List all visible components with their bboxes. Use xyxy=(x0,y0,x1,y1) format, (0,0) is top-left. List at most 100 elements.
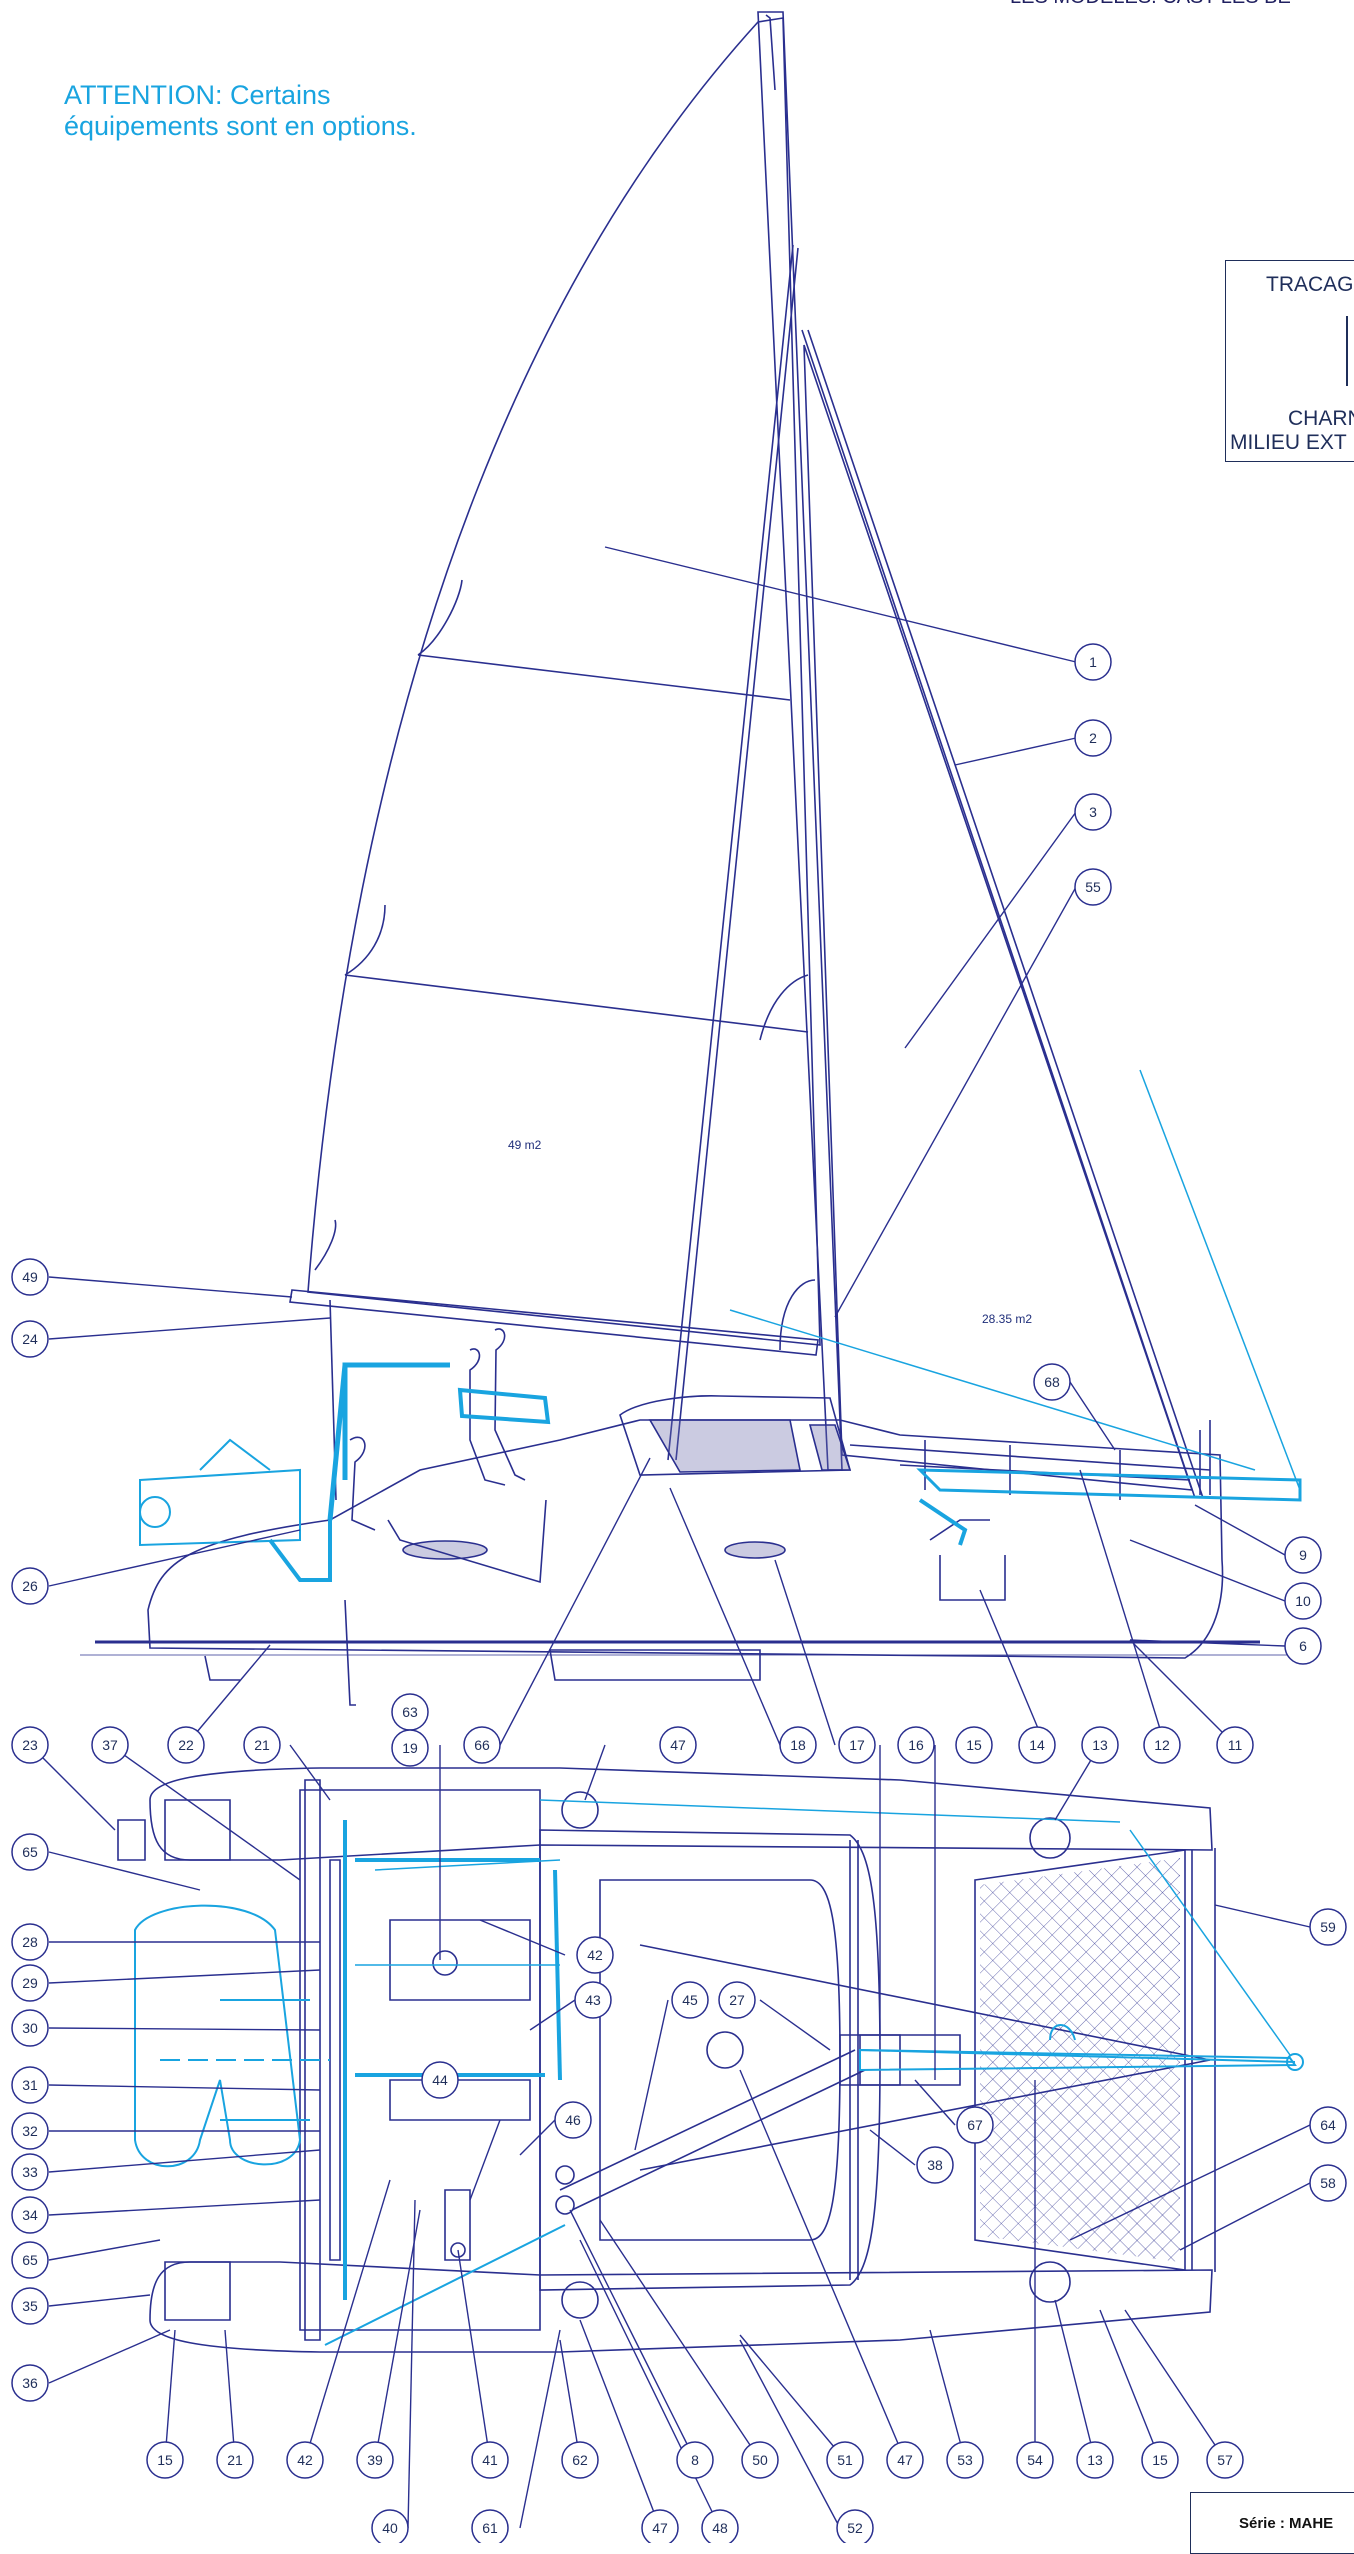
callout-c45: 45 xyxy=(671,1981,709,2019)
hull-port-2 xyxy=(724,1541,786,1559)
shroud xyxy=(667,244,794,1461)
callout-c13b: 13 xyxy=(1076,2441,1114,2479)
callout-circle xyxy=(11,2153,49,2191)
leader-57 xyxy=(1124,2309,1226,2461)
callout-label: 32 xyxy=(22,2123,38,2139)
leader-21a xyxy=(289,1744,331,1801)
callout-circle xyxy=(1309,1908,1347,1946)
leader-15c xyxy=(1099,2309,1161,2461)
leader-47c xyxy=(579,2319,661,2529)
hatch-2 xyxy=(1029,1817,1071,1859)
callout-c40: 40 xyxy=(371,2509,409,2543)
callout-c42b: 42 xyxy=(286,2441,324,2479)
callout-c59: 59 xyxy=(1309,1908,1347,1946)
shroud-2 xyxy=(675,247,799,1461)
trampoline-mesh xyxy=(980,1858,1180,2262)
bimini-rib xyxy=(374,1859,561,1871)
spinnaker-line-plan xyxy=(539,1799,1121,1823)
leader-39 xyxy=(374,2209,421,2461)
callout-label: 24 xyxy=(22,1331,38,1347)
mast xyxy=(757,11,843,1471)
callout-c16: 16 xyxy=(897,1726,935,1764)
callout-c58: 58 xyxy=(1309,2164,1347,2202)
callout-label: 49 xyxy=(22,1269,38,1285)
callout-c63: 63 xyxy=(391,1693,429,1731)
tracage-line-3: MILIEU EXT xyxy=(1230,431,1347,454)
leader-31 xyxy=(48,2084,321,2091)
leader-49 xyxy=(48,1276,293,1298)
callout-circle xyxy=(554,2101,592,2139)
callout-label: 37 xyxy=(102,1737,118,1753)
leader-41 xyxy=(457,2249,491,2461)
callout-label: 67 xyxy=(967,2117,983,2133)
callout-label: 43 xyxy=(585,1992,601,2008)
callout-label: 17 xyxy=(849,1737,865,1753)
callout-c51: 51 xyxy=(826,2441,864,2479)
callout-label: 38 xyxy=(927,2157,943,2173)
leader-55 xyxy=(834,886,1077,1318)
forestay-2 xyxy=(807,329,1204,1499)
callout-label: 35 xyxy=(22,2298,38,2314)
bowsprit-plan xyxy=(859,2048,1297,2072)
leader-36 xyxy=(48,2329,171,2384)
callout-label: 10 xyxy=(1295,1593,1311,1609)
callout-c15b: 15 xyxy=(146,2441,184,2479)
callout-circle xyxy=(956,2106,994,2144)
callout-c6: 6 xyxy=(1284,1627,1322,1665)
callout-label: 68 xyxy=(1044,1374,1060,1390)
leader-34 xyxy=(48,2199,321,2216)
callout-label: 66 xyxy=(474,1737,490,1753)
callout-c39: 39 xyxy=(356,2441,394,2479)
leader-30 xyxy=(48,2027,321,2031)
callout-c55: 55 xyxy=(1074,868,1112,906)
callout-c43: 43 xyxy=(574,1981,612,2019)
sheet-plan xyxy=(559,2049,856,2191)
port-hull xyxy=(149,2261,1213,2353)
leader-23 xyxy=(29,1744,116,1831)
crew-3 xyxy=(349,1436,376,1531)
callout-circle xyxy=(391,1729,429,1767)
callout-label: 47 xyxy=(897,2452,913,2468)
locker xyxy=(444,2189,471,2261)
leader-65b xyxy=(48,2239,161,2261)
callout-label: 15 xyxy=(966,1737,982,1753)
cabin-window-frame xyxy=(619,1395,852,1476)
callout-c66: 66 xyxy=(463,1726,501,1764)
leader-50 xyxy=(599,2219,761,2461)
callout-circle xyxy=(561,2441,599,2479)
leader-47a xyxy=(584,1744,606,1801)
tracage-title: TRACAG xyxy=(1266,273,1354,296)
callout-circle xyxy=(11,1964,49,2002)
leader-47b xyxy=(739,2069,906,2461)
callout-c19: 19 xyxy=(391,1729,429,1767)
leader-62 xyxy=(559,2339,581,2461)
callout-circle xyxy=(838,1726,876,1764)
leader-59 xyxy=(1214,1904,1311,1928)
bimini-strut xyxy=(327,1364,348,1521)
callout-c13a: 13 xyxy=(1081,1726,1119,1764)
callout-label: 44 xyxy=(432,2072,448,2088)
callout-c48: 48 xyxy=(701,2509,739,2543)
starboard-engine-hatch xyxy=(164,1799,231,1861)
callout-circle xyxy=(671,1981,709,2019)
callout-c37: 37 xyxy=(91,1726,129,1764)
callout-label: 27 xyxy=(729,1992,745,2008)
callout-c35: 35 xyxy=(11,2287,49,2325)
serie-label: Série : MAHE xyxy=(1239,2515,1334,2532)
mainsail xyxy=(307,17,821,1346)
callout-circle xyxy=(11,2287,49,2325)
dinghy-bow xyxy=(139,1496,171,1528)
leader-21b xyxy=(224,2329,236,2461)
callout-label: 39 xyxy=(367,2452,383,2468)
leader-66 xyxy=(499,1457,651,1746)
callout-c54: 54 xyxy=(1016,2441,1054,2479)
leader-3 xyxy=(904,811,1077,1049)
leader-12 xyxy=(1079,1469,1166,1746)
callout-circle xyxy=(1284,1627,1322,1665)
hatch-4 xyxy=(561,2281,599,2319)
callout-label: 33 xyxy=(22,2164,38,2180)
genoa xyxy=(803,344,1194,1491)
callout-label: 13 xyxy=(1087,2452,1103,2468)
callout-c57: 57 xyxy=(1206,2441,1244,2479)
callout-circle xyxy=(1143,1726,1181,1764)
